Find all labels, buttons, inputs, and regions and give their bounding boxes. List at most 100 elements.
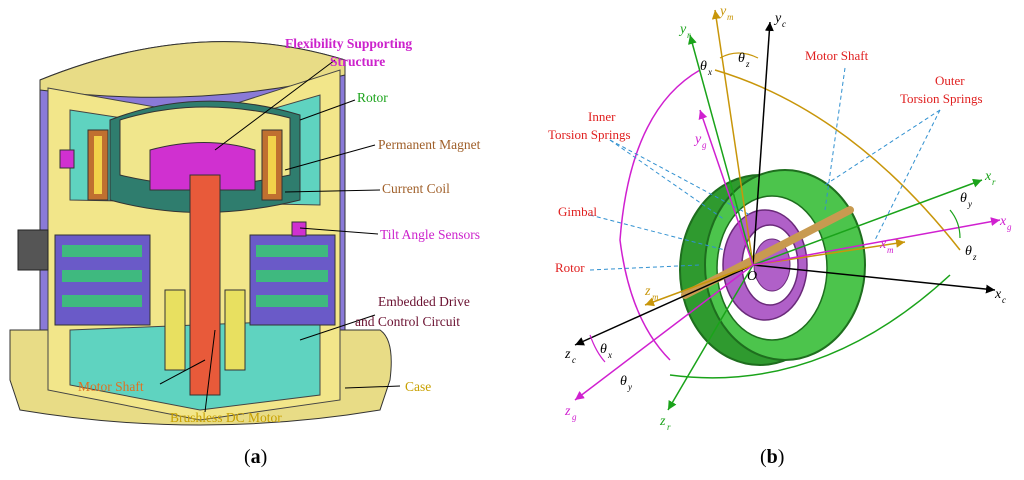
svg-text:r: r (667, 422, 671, 432)
label-circuit-line1: Embedded Drive (378, 294, 470, 309)
label-motor-shaft: Motor Shaft (805, 48, 869, 63)
svg-text:y: y (967, 199, 972, 209)
svg-text:c: c (782, 19, 786, 29)
caption-a: (a) (244, 446, 268, 468)
small-arc-theta-y (949, 209, 961, 239)
axis-yr (688, 34, 754, 266)
label-outer-line2: Torsion Springs (900, 91, 983, 106)
axis-zm (644, 264, 754, 307)
label-origin: O (747, 269, 757, 284)
arc-theta-z-outer (714, 69, 961, 251)
housing-lid (39, 41, 346, 98)
svg-text:y: y (773, 11, 782, 26)
label-brushless-dc-motor: Brushless DC Motor (170, 410, 282, 425)
axis-ym (711, 9, 754, 266)
label-rotor: Rotor (357, 90, 388, 105)
panel-a: Flexibility Supporting Structure Rotor P… (9, 36, 481, 468)
coil-right-core (268, 136, 276, 194)
flexibility-structure (149, 142, 256, 191)
small-arc-theta-z (719, 52, 759, 59)
svg-text:z: z (745, 59, 750, 69)
svg-text:c: c (1002, 295, 1006, 305)
svg-text:θ: θ (620, 374, 627, 389)
label-rotor: Rotor (555, 260, 585, 275)
svg-text:z: z (644, 284, 651, 299)
leader-lines (159, 59, 401, 413)
motor-shaft-body (189, 174, 221, 396)
label-tilt-angle-sensors: Tilt Angle Sensors (380, 227, 480, 242)
axis-xc (752, 264, 996, 294)
label-current-coil: Current Coil (382, 181, 450, 196)
axis-yg (698, 109, 754, 266)
label-gimbal: Gimbal (558, 204, 597, 219)
svg-text:x: x (999, 214, 1007, 229)
svg-text:θ: θ (960, 191, 967, 206)
caption-b: (b) (760, 446, 785, 468)
svg-text:z: z (564, 347, 571, 362)
label-permanent-magnet: Permanent Magnet (378, 137, 481, 152)
svg-text:θ: θ (600, 342, 607, 357)
connector-pins (17, 229, 49, 271)
svg-text:c: c (572, 355, 576, 365)
svg-text:g: g (572, 412, 577, 422)
motor-shaft-rod (681, 206, 854, 299)
svg-text:z: z (564, 404, 571, 419)
label-circuit-line2: and Control Circuit (355, 314, 460, 329)
label-inner-line2: Torsion Springs (548, 127, 631, 142)
axis-zr (667, 264, 754, 411)
svg-text:m: m (727, 12, 734, 22)
axis-xr (752, 178, 983, 266)
axis-yc (752, 21, 774, 266)
motor-stator-left (164, 289, 186, 371)
motor-stator-right (224, 289, 246, 371)
axis-zg (574, 264, 754, 401)
tilt-sensor-right (291, 221, 307, 237)
label-flexibility-line2: Structure (330, 54, 385, 69)
svg-text:y: y (718, 4, 727, 19)
svg-text:x: x (984, 169, 992, 184)
svg-text:z: z (972, 252, 977, 262)
svg-text:x: x (607, 350, 612, 360)
svg-text:g: g (702, 140, 707, 150)
axis-xm (752, 238, 906, 266)
label-motor-shaft: Motor Shaft (78, 379, 144, 394)
svg-text:r: r (992, 177, 996, 187)
svg-text:m: m (887, 245, 894, 255)
circuit-boards-right (249, 234, 336, 326)
label-flexibility-line1: Flexibility Supporting (285, 36, 412, 51)
arc-theta-y-outer (669, 274, 951, 379)
svg-text:z: z (659, 414, 666, 429)
svg-text:θ: θ (738, 51, 745, 66)
gyroscope-cutaway-illustration: Flexibility Supporting Structure Rotor P… (9, 36, 481, 426)
axis-zc (574, 264, 754, 346)
caption-b-letter: b (766, 446, 778, 468)
caption-a-letter: a (250, 446, 261, 468)
label-inner-line1: Inner (588, 109, 616, 124)
dashed-leaders (589, 67, 941, 271)
coil-left-core (94, 136, 102, 194)
circuit-boards-left (54, 234, 151, 326)
svg-text:x: x (707, 67, 712, 77)
svg-text:x: x (994, 287, 1002, 302)
small-arc-theta-x (589, 334, 606, 363)
svg-text:θ: θ (700, 59, 707, 74)
svg-text:y: y (693, 132, 702, 147)
